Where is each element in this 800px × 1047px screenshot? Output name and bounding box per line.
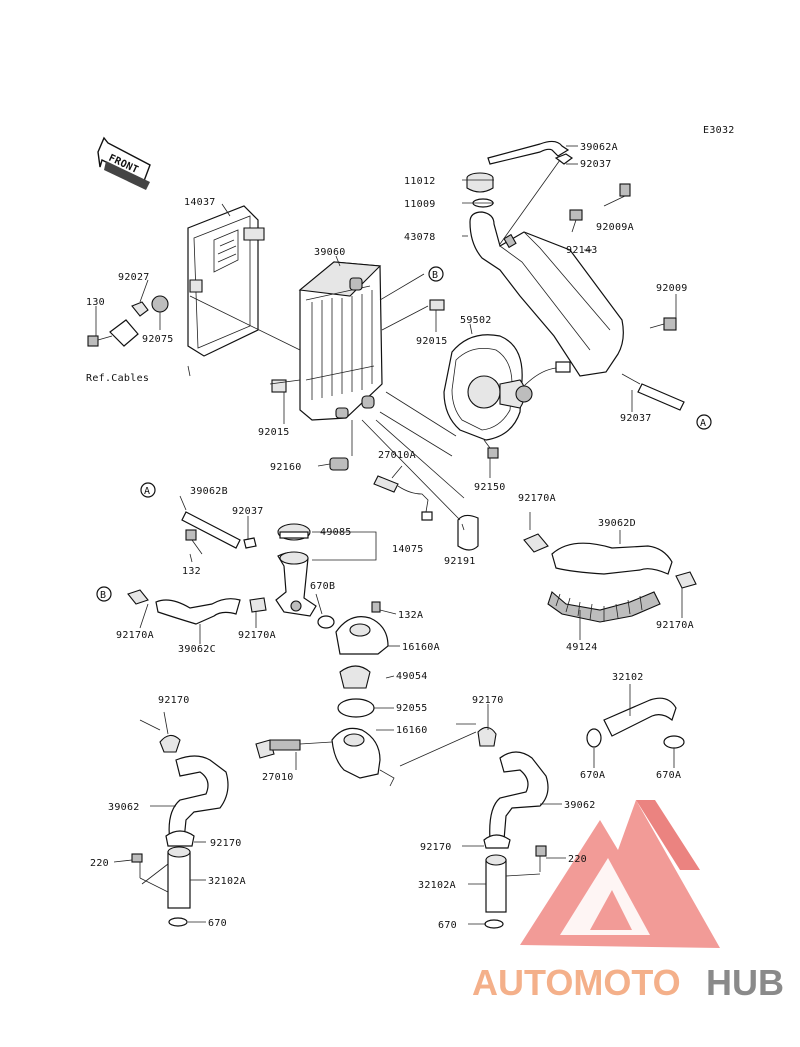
part-label: 92170A [656,620,694,631]
part-label: 220 [90,858,109,869]
automotohub-logo [520,800,720,948]
part-label: 39062 [564,800,596,811]
watermark-word-b: HUB [706,962,784,1003]
marker-a-left: A [140,482,156,498]
part-label: 92170 [158,695,190,706]
svg-text:B: B [100,590,106,601]
part-label: 16160 [396,725,428,736]
part-label: 92170 [420,842,452,853]
part-label: 92009A [596,222,634,233]
middle-group [127,419,697,787]
reservoir-group [462,140,685,412]
part-label: 220 [568,854,587,865]
part-label: 32102A [208,876,246,887]
svg-text:A: A [144,486,150,497]
part-label: 27010 [262,772,294,783]
part-label: 92170A [238,630,276,641]
part-label: 92191 [444,556,476,567]
part-label: 92150 [474,482,506,493]
part-label: 92027 [118,272,150,283]
part-label: 39062C [178,644,216,655]
part-label: 39062A [580,142,618,153]
part-label: 43078 [404,232,436,243]
ref-cables-label: Ref.Cables [86,373,149,384]
part-label: 132A [398,610,423,621]
radiator-screen [187,205,259,357]
part-label: 27010A [378,450,416,461]
part-label: 32102 [612,672,644,683]
bottom-right-group [399,684,685,929]
part-label: 132 [182,566,201,577]
part-label: 11009 [404,199,436,210]
part-label: 670B [310,581,335,592]
part-label: 39062 [108,802,140,813]
marker-b-left: B [96,586,112,602]
part-label: 11012 [404,176,436,187]
marker-a-right: A [696,414,712,430]
part-label: 49054 [396,671,428,682]
watermark-word-a: AUTOMOTO [472,962,681,1003]
hose-clip [554,153,574,165]
logo-triangle [520,800,720,948]
part-label: 92170 [210,838,242,849]
part-label: 32102A [418,880,456,891]
diagram-code: E3032 [703,125,735,136]
part-labels: E3032 Ref.Cables 39062A 92037 11012 9200… [86,125,735,931]
overflow-hose [487,140,570,165]
part-label: 92170 [472,695,504,706]
part-label: 16160A [402,642,440,653]
part-label: 14075 [392,544,424,555]
front-arrow-icon: FRONT [97,136,151,190]
part-label: 670A [580,770,605,781]
part-label: 92160 [270,462,302,473]
part-label: 92015 [416,336,448,347]
radiator-group [87,203,445,471]
fan-assembly [379,323,571,478]
part-label: 670 [208,918,227,929]
part-label: 39062B [190,486,228,497]
part-label: 92075 [142,334,174,345]
bottom-left-group [113,711,229,927]
part-label: 92143 [566,245,598,256]
svg-text:B: B [432,270,438,281]
part-label: 92009 [656,283,688,294]
part-label: 39060 [314,247,346,258]
part-label: 670A [656,770,681,781]
part-label: 92015 [258,427,290,438]
part-label: 92037 [580,159,612,170]
part-label: 92037 [620,413,652,424]
part-label: 59502 [460,315,492,326]
svg-text:A: A [700,418,706,429]
part-label: 92055 [396,703,428,714]
part-label: 92037 [232,506,264,517]
part-label: 92170A [116,630,154,641]
part-label: 670 [438,920,457,931]
part-label: 92170A [518,493,556,504]
part-label: 14037 [184,197,216,208]
automotohub-wordmark: AUTOMOTO HUB [472,962,784,1003]
part-label: 130 [86,297,105,308]
part-label: 39062D [598,518,636,529]
part-label: 49124 [566,642,598,653]
part-label: 49085 [320,527,352,538]
markers: B A A B [96,266,712,602]
marker-b-top: B [428,266,444,282]
